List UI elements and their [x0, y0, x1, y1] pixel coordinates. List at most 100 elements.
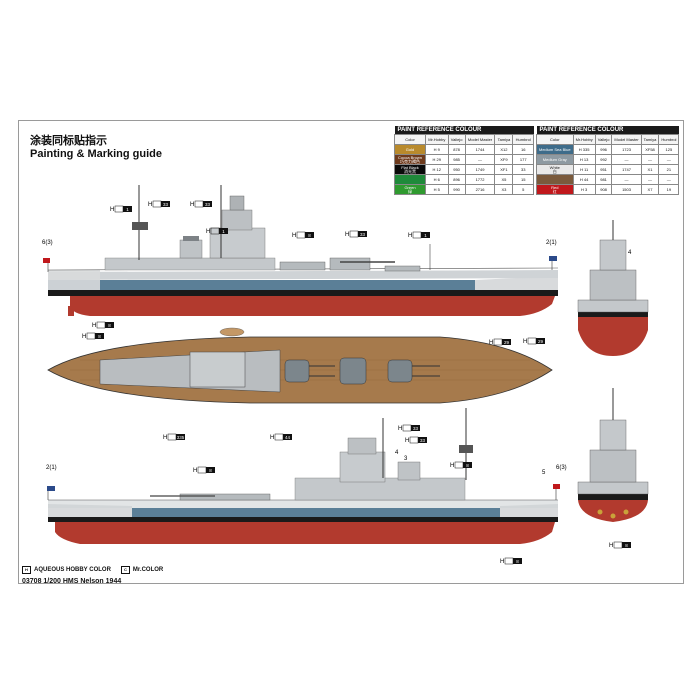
callout-number-bg [105, 322, 114, 328]
callout-box [409, 436, 419, 444]
callout-number-bg [411, 425, 420, 431]
h-mark: H [433, 177, 437, 182]
swatch-name: Flat Black [401, 164, 419, 170]
h-mark: H [609, 543, 613, 549]
callout-number-bg [283, 434, 292, 440]
callout-number: 33 [205, 202, 211, 207]
swatch-name: Medium Gray [542, 156, 567, 162]
h-mark: H [190, 202, 194, 208]
callout-box [197, 466, 207, 474]
callout-box [167, 433, 177, 441]
callout-number-bg [502, 339, 511, 345]
callout-box [194, 200, 204, 208]
callout-box [274, 433, 284, 441]
callout-number: 8 [108, 323, 111, 328]
hobby-number: 335 [581, 147, 590, 152]
h-mark: H [578, 147, 582, 152]
callout-box [96, 321, 106, 329]
legend-aqueous: H AQUEOUS HOBBY COLOR [22, 566, 111, 574]
swatch-name: Gold [405, 146, 415, 152]
h-mark: H [523, 339, 527, 345]
swatch-name-cn: 红 [552, 188, 557, 194]
callout-number: 1 [222, 229, 225, 234]
paint-callout: H 335 [163, 433, 185, 441]
legend-aqueous-label: AQUEOUS HOBBY COLOR [34, 567, 111, 573]
pointer-number: 5 [542, 470, 546, 476]
h-mark: H [433, 187, 437, 192]
h-mark: H [433, 147, 437, 152]
callout-box [86, 332, 96, 340]
pointer-number: 6(3) [42, 240, 53, 246]
h-mark: H [148, 202, 152, 208]
callout-number-bg [418, 437, 427, 443]
callout-number-bg [622, 542, 631, 548]
callout-number: 335 [177, 435, 185, 440]
callout-number-bg [206, 467, 215, 473]
paint-table-title: PAINT REFERENCE COLOUR [536, 126, 679, 135]
h-mark: H [206, 229, 210, 235]
callout-number: 8 [308, 233, 311, 238]
callout-number-bg [463, 462, 472, 468]
h-mark: H [92, 323, 96, 329]
deck-plan-view [47, 327, 553, 404]
vallejo-code: 990 [447, 184, 466, 195]
h-mark: H [579, 177, 583, 182]
callout-box [412, 231, 422, 239]
callout-box [454, 461, 464, 469]
callout-box [493, 338, 503, 346]
humbrol-code: 19 [658, 184, 680, 195]
h-mark: H [581, 187, 584, 192]
page-title-chinese: 涂装同标贴指示 [30, 134, 107, 147]
callout-number-bg [161, 201, 170, 207]
bow-view-top [577, 220, 649, 356]
callout-number-bg [536, 338, 545, 344]
swatch-name: Medium Sea Blue [539, 146, 571, 152]
pointer-number: 4 [628, 250, 632, 256]
h-mark: H [163, 435, 167, 441]
callout-box [504, 557, 514, 565]
swatch-name-cn: 白 [552, 168, 557, 174]
side-profile-bottom [47, 408, 560, 544]
h-mark: H [193, 468, 197, 474]
swatch-name: Red [551, 184, 559, 190]
callout-box [296, 231, 306, 239]
h-mark: H [432, 167, 436, 172]
hobby-number: 12 [435, 167, 441, 172]
pointer-number: 6(3) [556, 465, 567, 471]
callout-number: 33 [163, 202, 169, 207]
h-mark: H [580, 167, 583, 172]
callout-box [349, 230, 359, 238]
swatch-name: White [549, 164, 560, 170]
callout-number-bg [176, 434, 185, 440]
h-mark: H [270, 435, 274, 441]
callout-box [152, 200, 162, 208]
pointer-labels: 6(3) 2(1) 4 2(1) 4 3 5 6(3) [42, 240, 632, 476]
callout-number-bg [123, 206, 132, 212]
mr-hobby-code: H 3 [572, 184, 596, 195]
swatch-name: Green [404, 184, 416, 190]
callout-number: 8 [209, 468, 212, 473]
legend-mrcolor: C Mr.COLOR [120, 566, 163, 574]
swatch-name-cn: 绿 [408, 188, 412, 194]
paint-reference-table-right: PAINT REFERENCE COLOUR Color Mr.Hobby Va… [536, 126, 680, 195]
callout-number-bg [513, 558, 522, 564]
stern-view-bottom [577, 388, 649, 522]
swatch-name: Cocoa Brown [397, 154, 422, 160]
hobby-number: 11 [582, 167, 589, 172]
callout-number-bg [421, 232, 430, 238]
